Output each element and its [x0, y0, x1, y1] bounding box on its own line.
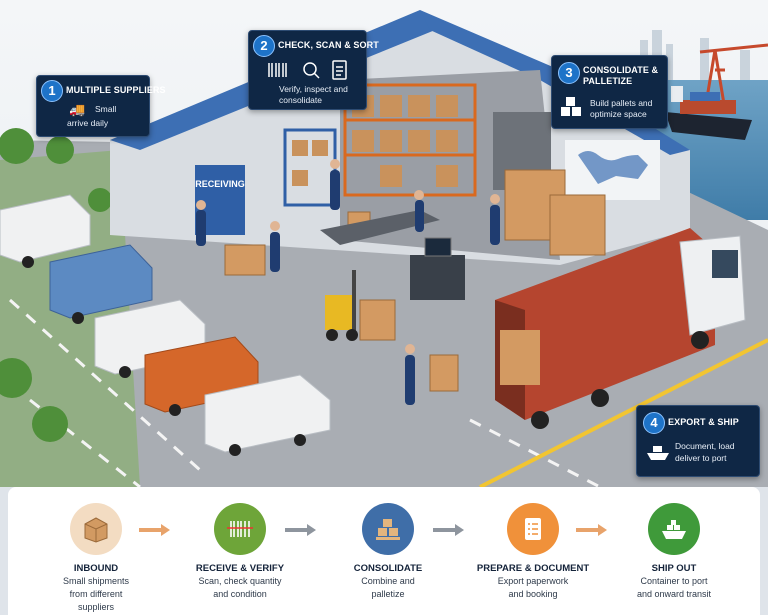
callout-line: consolidate: [279, 95, 323, 105]
step-line: palletize: [371, 589, 405, 599]
step-number-3: 3: [558, 62, 580, 84]
step-line: and onward transit: [636, 589, 712, 599]
container-truck: [495, 228, 746, 429]
truck-icon: 🚚: [69, 102, 86, 117]
callout-line: arrive daily: [67, 118, 109, 128]
step-line: Container to port: [640, 576, 708, 586]
storage-racks: [283, 83, 477, 207]
box-icon: [84, 517, 108, 543]
callout-line: Build pallets and: [590, 98, 653, 108]
callout-title: EXPORT & SHIP: [668, 417, 739, 427]
arrow-right-icon: [285, 524, 316, 536]
callout-export-ship: 4 EXPORT & SHIP Document, load deliver t…: [636, 405, 760, 477]
conveyor-belt: [320, 210, 440, 245]
ship-icon: [647, 446, 669, 460]
receive-circle: [214, 503, 266, 555]
computer-desk: [410, 237, 465, 300]
callout-title: CHECK, SCAN & SORT: [278, 40, 379, 50]
arrow-right-icon: [139, 524, 170, 536]
step-line: Scan, check quantity: [198, 576, 282, 586]
callout-title: CONSOLIDATE &: [583, 65, 659, 75]
step-line: from different: [69, 589, 123, 599]
magnifier-icon: [303, 62, 317, 76]
consolidate-circle: [362, 503, 414, 555]
barcode-icon: [268, 63, 287, 77]
step-number-4: 4: [643, 412, 665, 434]
callout-line: optimize space: [590, 109, 647, 119]
cargo-ship: [665, 86, 752, 140]
prepare-circle: [507, 503, 559, 555]
step-number-2: 2: [253, 35, 275, 57]
process-steps-panel: INBOUND Small shipments from different s…: [8, 487, 760, 615]
ship-out-circle: [648, 503, 700, 555]
arrow-right-icon: [576, 524, 607, 536]
process-step-consolidate: CONSOLIDATE Combine and palletize: [328, 503, 448, 600]
cargo-ship-icon: [662, 520, 686, 539]
pallets: [224, 169, 606, 392]
callout-multiple-suppliers: 1 MULTIPLE SUPPLIERS 🚚 Small arrive dail…: [36, 75, 166, 137]
step-title: CONSOLIDATE: [353, 563, 423, 574]
callout-check-scan-sort: 2 CHECK, SCAN & SORT Verify, inspect and…: [248, 30, 379, 110]
step-title: RECEIVE & VERIFY: [195, 563, 285, 574]
boxes-icon: [561, 97, 581, 116]
process-step-ship-out: SHIP OUT Container to port and onward tr…: [614, 503, 734, 600]
step-line: Export paperwork: [497, 576, 569, 586]
step-title: INBOUND: [73, 563, 119, 574]
inbound-circle: [70, 503, 122, 555]
delivery-vans: [0, 194, 331, 456]
step-title: PREPARE & DOCUMENT: [476, 563, 590, 574]
trees: [0, 128, 112, 442]
step-line: Small shipments: [62, 576, 130, 586]
workers: [196, 159, 500, 405]
step-line: Combine and: [361, 576, 415, 586]
step-line: and booking: [508, 589, 558, 599]
forklift: [325, 270, 358, 341]
callout-title-line2: PALLETIZE: [583, 76, 633, 86]
callout-line: deliver to port: [675, 453, 727, 463]
callout-title: MULTIPLE SUPPLIERS: [66, 85, 166, 95]
step-number-1: 1: [41, 80, 63, 102]
clipboard-icon: [332, 60, 347, 80]
callout-line: Document, load: [675, 441, 735, 451]
callout-line: Verify, inspect and: [279, 84, 348, 94]
callout-line: Small: [95, 104, 117, 114]
scan-icons: [268, 60, 347, 80]
arrow-right-icon: [433, 524, 464, 536]
process-step-receive-verify: RECEIVE & VERIFY Scan, check quantity an…: [180, 503, 300, 600]
callout-consolidate-palletize: 3 CONSOLIDATE & PALLETIZE Build pallets …: [551, 55, 668, 129]
pallet-icon: [376, 519, 400, 540]
barcode-scanner-icon: [227, 521, 253, 537]
process-step-inbound: INBOUND Small shipments from different s…: [36, 503, 156, 613]
step-line: and condition: [213, 589, 267, 599]
checklist-icon: [525, 518, 541, 540]
port-crane: [699, 43, 768, 111]
step-line: suppliers: [77, 602, 115, 612]
receiving-sign: RECEIVING: [195, 179, 245, 189]
process-step-prepare-document: PREPARE & DOCUMENT Export paperwork and …: [473, 503, 593, 600]
step-title: SHIP OUT: [651, 563, 697, 574]
